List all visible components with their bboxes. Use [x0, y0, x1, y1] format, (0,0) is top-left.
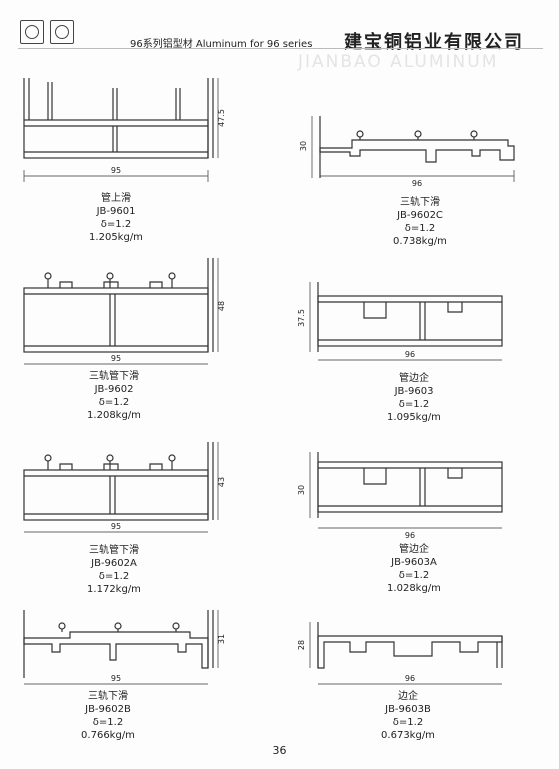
company-logo-icon — [20, 20, 44, 44]
company-name: 建宝铜铝业有限公司 — [344, 32, 524, 53]
profile-thickness: δ=1.2 — [98, 397, 130, 408]
dim-height-jb-9602c: 30 — [299, 141, 308, 151]
profile-name: 管上滑 — [101, 193, 131, 204]
profile-drawing-jb-9602 — [23, 258, 219, 365]
profile-name: 管边企 — [399, 373, 429, 384]
dim-width-jb-9603: 96 — [405, 350, 415, 359]
profile-drawing-jb-9602a — [23, 442, 219, 533]
profile-code: JB-9601 — [96, 206, 136, 217]
profile-weight: 0.738kg/m — [393, 236, 447, 247]
profile-code: JB-9602C — [397, 210, 443, 221]
profile-weight: 1.028kg/m — [387, 583, 441, 594]
dim-height-jb-9603b: 28 — [297, 640, 306, 650]
profile-code: JB-9602B — [85, 704, 131, 715]
caption-jb-9601: 管上滑 JB-9601 δ=1.2 1.205kg/m — [36, 192, 196, 244]
header-divider — [18, 48, 543, 49]
profile-thickness: δ=1.2 — [404, 223, 436, 234]
profile-thickness: δ=1.2 — [98, 571, 130, 582]
dim-width-jb-9603b: 96 — [405, 674, 415, 683]
profile-weight: 1.095kg/m — [387, 412, 441, 423]
profile-code: JB-9603B — [385, 704, 431, 715]
dim-width-jb-9602: 95 — [111, 354, 121, 363]
dim-width-jb-9602c: 96 — [412, 179, 422, 188]
profile-thickness: δ=1.2 — [100, 219, 132, 230]
caption-jb-9602a: 三轨管下滑 JB-9602A δ=1.2 1.172kg/m — [34, 544, 194, 596]
profile-name: 管边企 — [399, 544, 429, 555]
caption-jb-9603a: 管边企 JB-9603A δ=1.2 1.028kg/m — [334, 543, 494, 595]
profile-name: 三轨下滑 — [400, 197, 440, 208]
profile-drawing-jb-9602c — [311, 116, 515, 182]
profile-code: JB-9602 — [94, 384, 134, 395]
dim-height-jb-9602a: 43 — [217, 477, 226, 487]
profile-weight: 0.673kg/m — [381, 730, 435, 741]
profile-name: 三轨管下滑 — [89, 371, 139, 382]
dim-width-jb-9603a: 96 — [405, 531, 415, 540]
profile-code: JB-9603A — [391, 557, 437, 568]
dim-height-jb-9602b: 31 — [217, 634, 226, 644]
dim-width-jb-9602b: 95 — [111, 674, 121, 683]
profile-code: JB-9602A — [91, 558, 137, 569]
caption-jb-9602b: 三轨下滑 JB-9602B δ=1.2 0.766kg/m — [28, 690, 188, 742]
profile-thickness: δ=1.2 — [92, 717, 124, 728]
profile-drawing-jb-9603a — [309, 452, 503, 529]
caption-jb-9603: 管边企 JB-9603 δ=1.2 1.095kg/m — [334, 372, 494, 424]
page-number: 36 — [272, 744, 287, 757]
dim-height-jb-9603a: 30 — [297, 485, 306, 495]
profile-drawing-jb-9603 — [309, 282, 503, 361]
watermark: JIANBAO ALUMINUM — [298, 52, 499, 72]
profile-weight: 0.766kg/m — [81, 730, 135, 741]
profile-weight: 1.208kg/m — [87, 410, 141, 421]
dim-height-jb-9602: 48 — [217, 301, 226, 311]
page-header: 96系列铝型材 Aluminum for 96 series 建宝铜铝业有限公司… — [0, 0, 559, 72]
dim-width-jb-9602a: 95 — [111, 522, 121, 531]
series-title: 96系列铝型材 Aluminum for 96 series — [130, 39, 313, 50]
profile-weight: 1.172kg/m — [87, 584, 141, 595]
caption-jb-9602c: 三轨下滑 JB-9602C δ=1.2 0.738kg/m — [340, 196, 500, 248]
profile-thickness: δ=1.2 — [392, 717, 424, 728]
caption-jb-9603b: 边企 JB-9603B δ=1.2 0.673kg/m — [328, 690, 488, 742]
profile-name: 三轨管下滑 — [89, 545, 139, 556]
brand-logo-icon — [50, 20, 74, 44]
profile-drawing-jb-9603b — [309, 622, 503, 685]
dim-width-jb-9601: 95 — [111, 166, 121, 175]
caption-jb-9602: 三轨管下滑 JB-9602 δ=1.2 1.208kg/m — [34, 370, 194, 422]
profile-drawing-jb-9602b — [23, 610, 219, 685]
profile-code: JB-9603 — [394, 386, 434, 397]
profile-weight: 1.205kg/m — [89, 232, 143, 243]
dim-height-jb-9601: 47.5 — [217, 109, 226, 127]
dim-height-jb-9603: 37.5 — [297, 309, 306, 327]
profile-thickness: δ=1.2 — [398, 399, 430, 410]
profile-thickness: δ=1.2 — [398, 570, 430, 581]
profile-drawing-jb-9601 — [23, 78, 219, 182]
profile-name: 三轨下滑 — [88, 691, 128, 702]
profile-name: 边企 — [398, 691, 418, 702]
